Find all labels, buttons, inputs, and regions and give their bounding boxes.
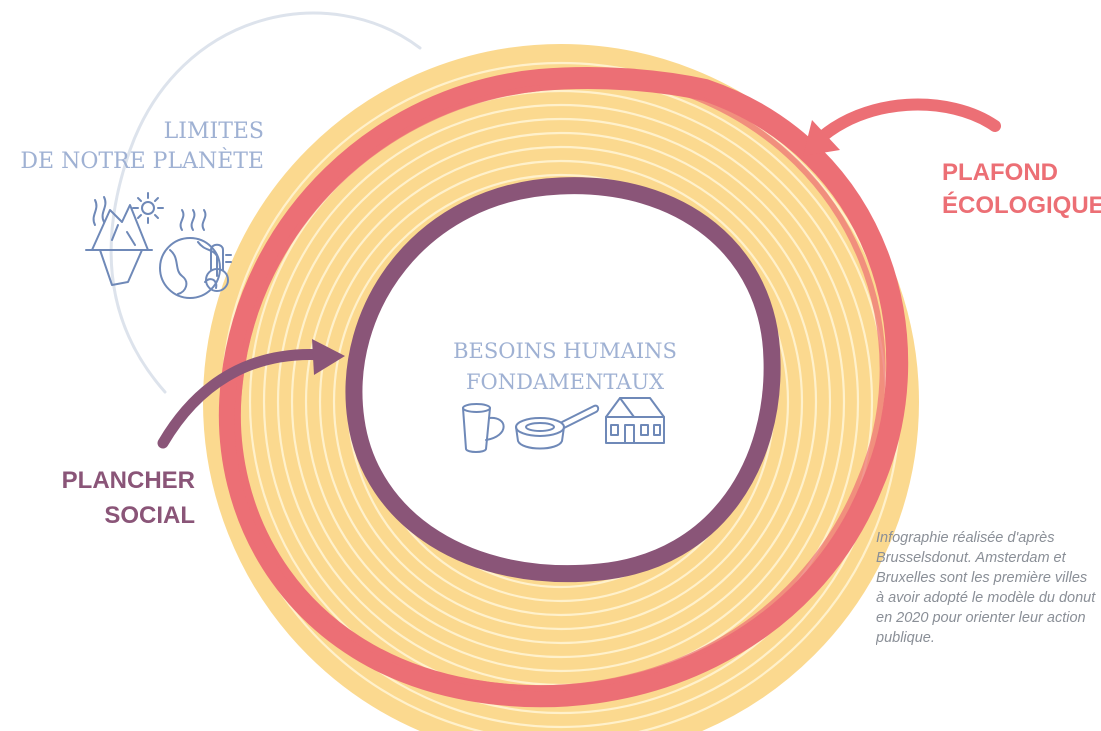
saucepan-icon <box>515 404 600 450</box>
donut-stripe <box>318 159 804 645</box>
donut-stripe <box>290 131 832 673</box>
svg-text:FONDAMENTAUX: FONDAMENTAUX <box>466 370 664 394</box>
svg-text:SOCIAL: SOCIAL <box>104 502 195 529</box>
donut-stripe <box>332 173 790 631</box>
house-icon <box>605 397 665 444</box>
caption-line: Infographie réalisée d'après <box>876 530 1055 546</box>
caption-line: en 2020 pour orienter leur action <box>876 610 1086 626</box>
ecological-ceiling-label: PLAFOND ÉCOLOGIQUE <box>942 159 1101 219</box>
source-caption: Infographie réalisée d'après Brusselsdon… <box>876 528 1101 648</box>
thermometer-icon <box>205 243 232 292</box>
caption-line: Bruxelles sont les première villes <box>876 570 1088 586</box>
social-floor-ring <box>345 177 781 583</box>
svg-text:ÉCOLOGIQUE: ÉCOLOGIQUE <box>942 191 1101 219</box>
svg-text:LIMITES: LIMITES <box>164 119 264 144</box>
mug-icon <box>462 403 505 453</box>
caption-line: publique. <box>876 630 935 646</box>
human-needs-label: BESOINS HUMAINS FONDAMENTAUX <box>453 339 677 394</box>
social-floor-label: PLANCHER SOCIAL <box>62 467 195 529</box>
caption-line: Brusselsdonut. Amsterdam et <box>876 550 1066 566</box>
svg-text:BESOINS HUMAINS: BESOINS HUMAINS <box>453 339 677 363</box>
svg-text:PLAFOND: PLAFOND <box>942 159 1058 186</box>
caption-line: à avoir adopté le modèle du donut <box>876 590 1096 606</box>
donut-stripe <box>304 145 818 659</box>
iceberg-icon <box>85 204 153 286</box>
sun-icon <box>132 192 164 224</box>
svg-text:PLANCHER: PLANCHER <box>62 467 195 494</box>
planet-boundary-arc <box>109 11 422 394</box>
planet-limits-label: LIMITES DE NOTRE PLANÈTE <box>20 119 264 174</box>
ecological-ceiling-ring <box>218 67 909 708</box>
svg-text:DE NOTRE PLANÈTE: DE NOTRE PLANÈTE <box>20 147 264 174</box>
heat-waves-icon <box>92 196 207 231</box>
ecological-ceiling-arrow <box>803 98 1001 156</box>
social-floor-arrow <box>157 339 345 449</box>
donut-stripe <box>248 89 874 715</box>
